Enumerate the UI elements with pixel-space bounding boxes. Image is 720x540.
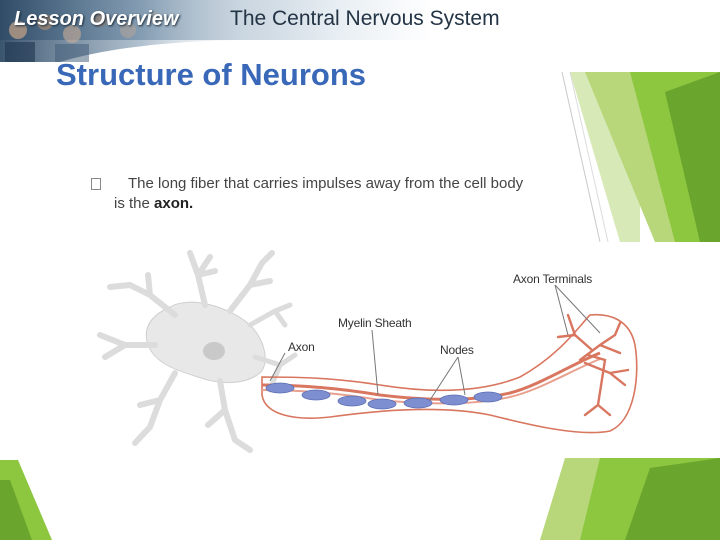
bullet-icon	[91, 178, 101, 190]
lesson-overview-label: Lesson Overview	[14, 8, 179, 31]
axon-outline	[262, 315, 637, 433]
slide-title: Structure of Neurons	[56, 57, 366, 93]
axon-terminal-branches	[558, 315, 628, 415]
green-bottom-left-decoration	[0, 460, 60, 540]
axon-terminals-label: Axon Terminals	[513, 272, 592, 286]
neuron-diagram: Axon Myelin Sheath Nodes Axon Terminals	[80, 245, 660, 460]
header-topic: The Central Nervous System	[230, 7, 500, 31]
nodes-label: Nodes	[440, 343, 474, 357]
green-bottom-right-decoration	[520, 458, 720, 540]
bullet-text: The long fiber that carries impulses awa…	[114, 174, 534, 214]
cell-body	[100, 253, 295, 450]
green-corner-decoration	[560, 72, 720, 242]
myelin-sheath-label: Myelin Sheath	[338, 316, 411, 330]
bullet-text-emphasis: axon.	[154, 195, 193, 212]
axon-label: Axon	[288, 340, 315, 354]
